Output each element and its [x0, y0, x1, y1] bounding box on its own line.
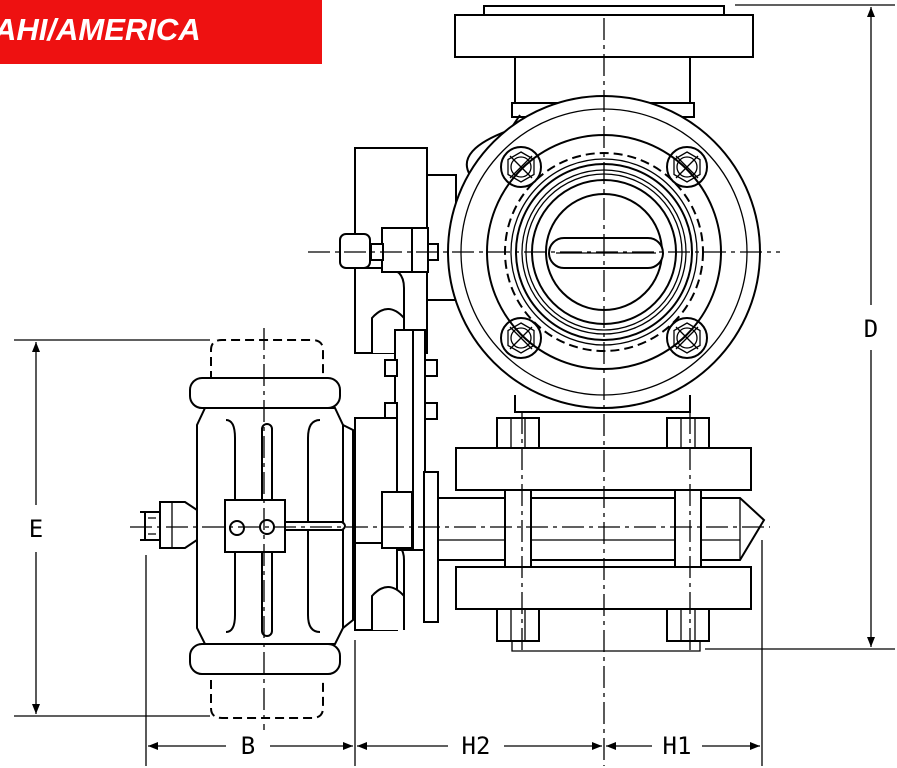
brand-banner: AHI/AMERICA	[0, 0, 322, 64]
dim-label-e: E	[29, 515, 43, 543]
bolt-bottom-right	[666, 317, 708, 359]
face-bolts	[500, 146, 708, 359]
dim-label-b: B	[241, 732, 255, 760]
mounting-bracket	[339, 147, 439, 631]
centerlines	[130, 18, 780, 766]
dimension-labels: D E B H2 H1	[29, 315, 878, 760]
dim-label-h1: H1	[663, 732, 692, 760]
bolt-bottom-left	[500, 317, 542, 359]
actuator	[140, 339, 354, 719]
dim-label-h2: H2	[462, 732, 491, 760]
lower-flange-assembly	[435, 417, 766, 652]
bolt-top-right	[666, 146, 708, 188]
valve-body-face	[425, 95, 761, 413]
dim-label-d: D	[864, 315, 878, 343]
dimension-lines	[14, 4, 895, 766]
brand-name: AHI/AMERICA	[0, 12, 201, 47]
bolt-top-left	[500, 146, 542, 188]
